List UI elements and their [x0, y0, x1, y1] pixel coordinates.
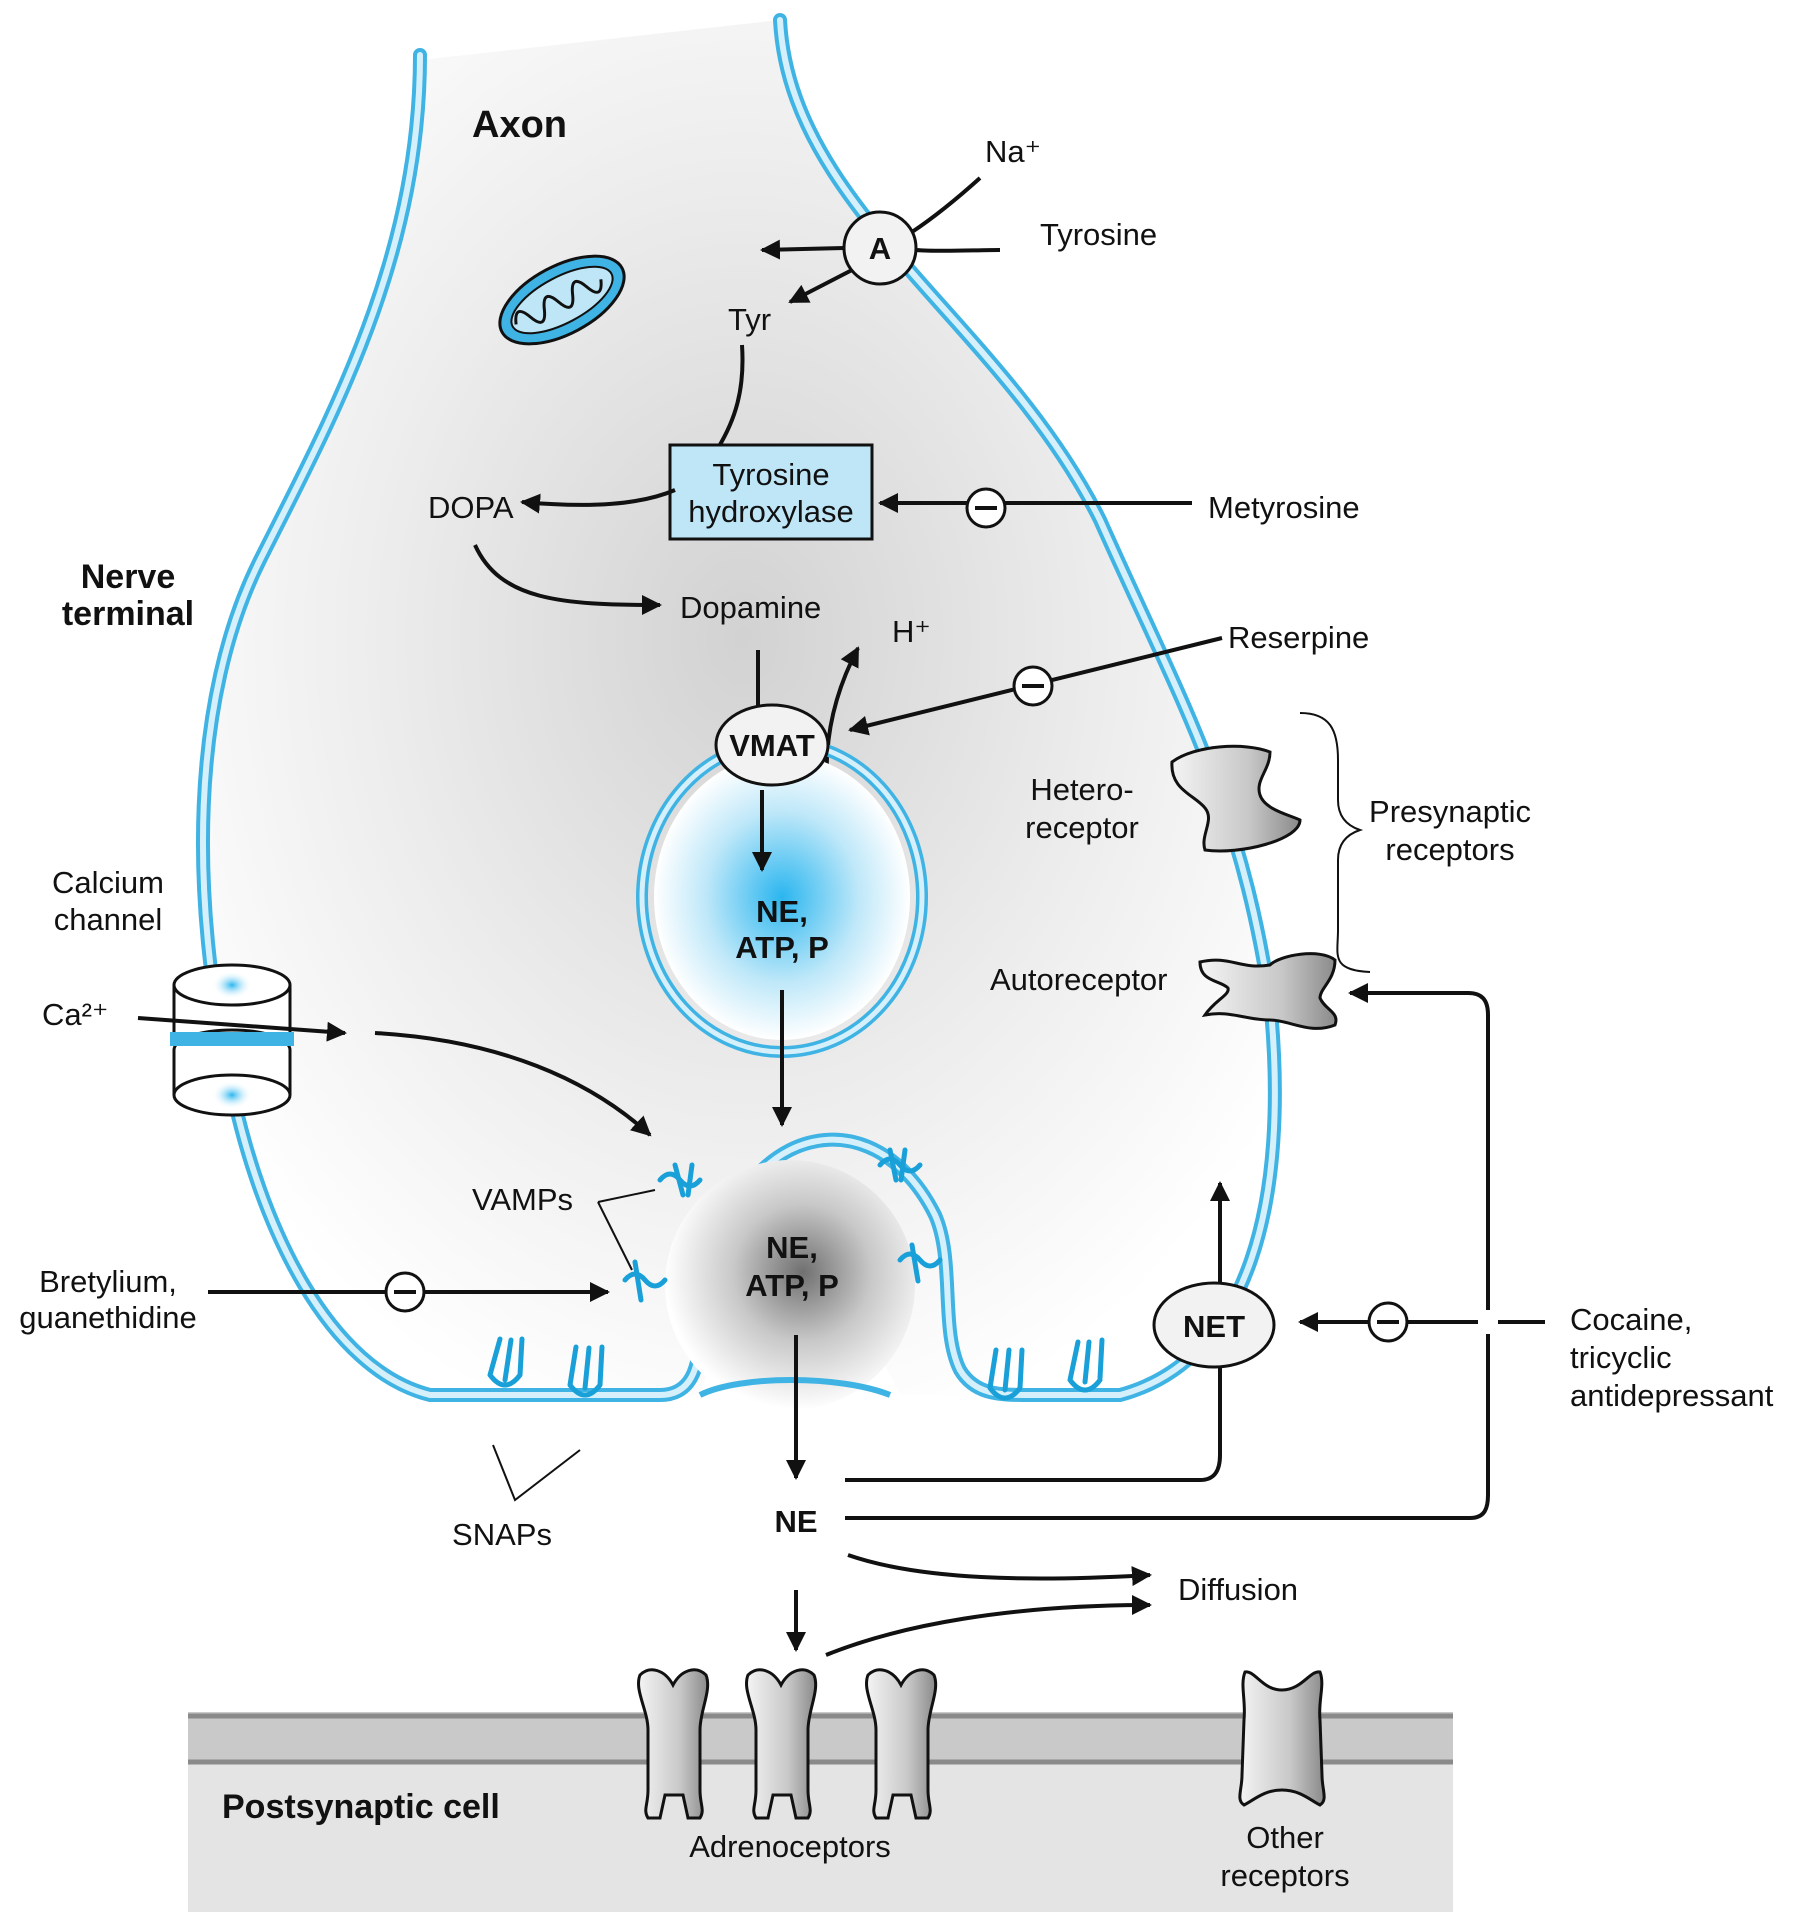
net-transporter: [1152, 1281, 1276, 1369]
axon-label: Axon: [472, 104, 567, 146]
other-receptors-label-1: Other: [1246, 1820, 1324, 1855]
calcium-channel-label-2: channel: [54, 902, 163, 937]
diffusion-arrow-upper: [847, 1553, 1152, 1587]
nerve-terminal-cytoplasm: [202, 20, 1284, 1395]
ne-label: NE: [774, 1504, 817, 1539]
ca2plus-label: Ca²⁺: [42, 997, 108, 1032]
dopamine-label: Dopamine: [680, 590, 821, 625]
ne-to-autoreceptor-line: [845, 983, 1490, 1520]
transport-arrow-tyr: [788, 268, 853, 304]
na-plus-label: Na⁺: [985, 134, 1041, 169]
vamps-label: VAMPs: [472, 1182, 573, 1217]
autoreceptor-icon: [1198, 952, 1338, 1030]
tyrosine-inflow-curve: [915, 248, 1001, 253]
diffusion-label: Diffusion: [1178, 1572, 1298, 1607]
vamp-proteins: [622, 1147, 943, 1303]
adrenoceptor-2: [745, 1668, 818, 1820]
cocaine-line-gap: [1478, 1310, 1498, 1334]
tyrosine-hydroxylase-box: [668, 443, 874, 541]
fusion-pore-membrane: [698, 1377, 892, 1398]
snap-proteins: [487, 1336, 1105, 1401]
fused-vesicle-label-1: NE,: [766, 1230, 818, 1265]
vmat-label: VMAT: [729, 728, 815, 763]
heteroreceptor-icon: [1170, 744, 1302, 853]
vmat-transporter: [714, 703, 830, 787]
other-receptor-icon: [1238, 1670, 1326, 1807]
adrenoceptor-3: [865, 1668, 938, 1820]
heteroreceptor-label-1: Hetero-: [1030, 772, 1133, 807]
postsynaptic-cell-label: Postsynaptic cell: [222, 1788, 500, 1826]
cocaine-label-1: Cocaine,: [1570, 1302, 1692, 1337]
vamps-pointer: [597, 1189, 656, 1271]
transporter-a-label: A: [869, 231, 891, 266]
fused-vesicle: [665, 1160, 915, 1410]
calcium-channel: [170, 963, 294, 1117]
bretylium-label-2: guanethidine: [19, 1300, 197, 1335]
vesicle-top-label-2: ATP, P: [735, 930, 829, 965]
tyr-to-hydroxylase-line: [716, 344, 745, 450]
metyrosine-label: Metyrosine: [1208, 490, 1360, 525]
snaps-pointer: [492, 1444, 581, 1502]
h-plus-label: H⁺: [892, 614, 931, 649]
na-inflow-curve: [910, 176, 982, 234]
hydroxylase-to-dopa-arrow: [520, 488, 676, 514]
adrenoceptors-label: Adrenoceptors: [689, 1829, 891, 1864]
autoreceptor-label: Autoreceptor: [990, 962, 1168, 997]
transport-arrow-upper: [760, 239, 845, 260]
other-receptors-label-2: receptors: [1220, 1858, 1349, 1893]
cocaine-label-3: antidepressant: [1570, 1378, 1774, 1413]
bretylium-label-1: Bretylium,: [39, 1264, 177, 1299]
reserpine-label: Reserpine: [1228, 620, 1369, 655]
presynaptic-receptors-label-2: receptors: [1385, 832, 1514, 867]
nerve-terminal-label-2: terminal: [62, 595, 194, 633]
tyrosine-hydroxylase-label-2: hydroxylase: [688, 494, 853, 529]
snaps-label: SNAPs: [452, 1517, 552, 1552]
adrenoceptor-icons: [637, 1668, 938, 1820]
transporter-a: A: [842, 210, 918, 286]
dopa-to-dopamine-arrow: [473, 544, 662, 615]
calcium-channel-label-1: Calcium: [52, 865, 164, 900]
heteroreceptor-label-2: receptor: [1025, 810, 1139, 845]
presynaptic-receptors-brace: [1299, 712, 1371, 973]
vesicle-top-label-1: NE,: [756, 894, 808, 929]
fused-vesicle-label-2: ATP, P: [745, 1268, 839, 1303]
net-label: NET: [1183, 1309, 1245, 1344]
tyr-label: Tyr: [728, 302, 771, 337]
cocaine-label-2: tricyclic: [1570, 1340, 1672, 1375]
nerve-terminal-membrane: [196, 13, 1282, 1402]
tyrosine-label: Tyrosine: [1040, 217, 1157, 252]
calcium-influx-arrow: [137, 1016, 347, 1042]
diffusion-arrow-lower: [825, 1595, 1152, 1657]
adrenoceptor-1: [637, 1668, 710, 1820]
calcium-to-vesicle-arrow: [374, 1031, 652, 1137]
tyrosine-hydroxylase-label-1: Tyrosine: [712, 457, 829, 492]
nerve-terminal-label-1: Nerve: [81, 558, 176, 596]
dopa-label: DOPA: [428, 490, 514, 525]
presynaptic-receptors-label-1: Presynaptic: [1369, 794, 1531, 829]
mitochondrion-icon: [498, 254, 626, 346]
ne-to-net-line: [845, 1367, 1222, 1482]
